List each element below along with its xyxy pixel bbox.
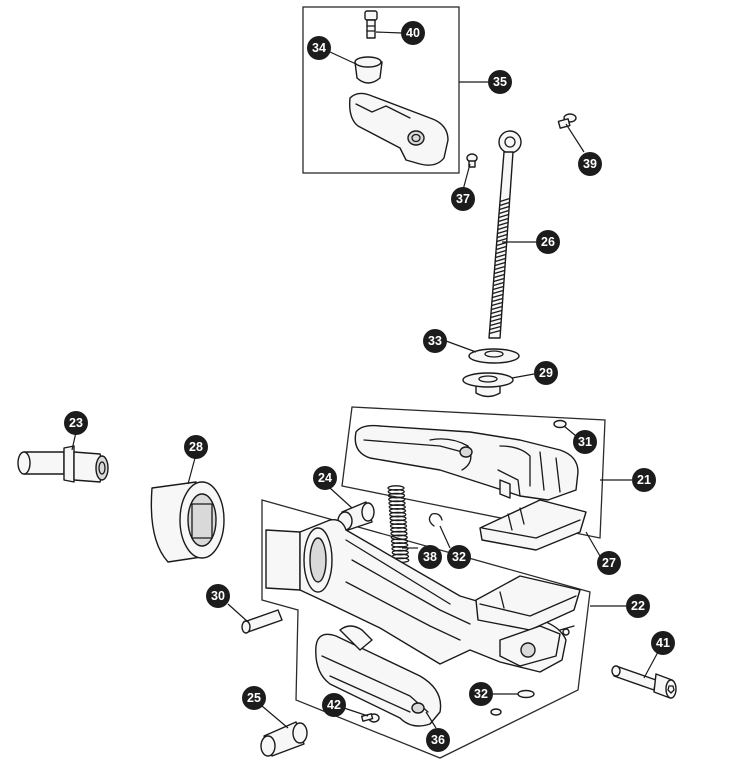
svg-text:35: 35 [493, 75, 507, 89]
svg-text:36: 36 [431, 733, 445, 747]
svg-text:28: 28 [189, 440, 203, 454]
svg-text:39: 39 [583, 157, 597, 171]
svg-text:33: 33 [428, 334, 442, 348]
callout-25: 25 [242, 686, 266, 710]
svg-text:27: 27 [602, 556, 616, 570]
svg-text:32: 32 [452, 550, 466, 564]
svg-text:29: 29 [539, 366, 553, 380]
callout-33: 33 [423, 329, 447, 353]
callout-41: 41 [651, 631, 675, 655]
leader-lines [71, 31, 659, 729]
part-22-main-body [265, 519, 581, 673]
group-22-frame [261, 499, 591, 759]
part-35-clamp-lever [348, 92, 449, 166]
callout-23: 23 [64, 411, 88, 435]
callout-31: 31 [573, 430, 597, 454]
callout-34: 34 [307, 36, 331, 60]
part-29-bushing [462, 372, 514, 398]
callout-32-upper: 32 [447, 545, 471, 569]
callout-27: 27 [597, 551, 621, 575]
part-42-screw [360, 713, 380, 723]
svg-text:42: 42 [327, 698, 341, 712]
svg-text:37: 37 [456, 192, 470, 206]
callout-32-lower: 32 [469, 682, 493, 706]
part-37-screw [466, 153, 478, 168]
group-21-frame [341, 406, 606, 539]
callout-37: 37 [451, 187, 475, 211]
callout-36: 36 [426, 728, 450, 752]
part-31-clip [553, 419, 567, 429]
part-28-end-cap [150, 481, 225, 563]
callout-29: 29 [534, 361, 558, 385]
callout-42: 42 [322, 693, 346, 717]
part-33-washer [468, 348, 520, 364]
callout-21: 21 [632, 468, 656, 492]
part-38-spring [387, 485, 410, 564]
part-21-upper-jaw [354, 424, 579, 501]
part-32-clip-upper [428, 512, 443, 527]
callout-22: 22 [626, 594, 650, 618]
svg-text:41: 41 [656, 636, 670, 650]
callout-35: 35 [488, 70, 512, 94]
part-36-lower-link [315, 625, 442, 727]
svg-text:24: 24 [318, 471, 332, 485]
callout-24: 24 [313, 466, 337, 490]
callout-26: 26 [536, 230, 560, 254]
svg-text:32: 32 [474, 687, 488, 701]
svg-text:22: 22 [631, 599, 645, 613]
part-40-screw [364, 10, 378, 39]
svg-text:26: 26 [541, 235, 555, 249]
callout-40: 40 [401, 21, 425, 45]
svg-text:30: 30 [211, 589, 225, 603]
svg-text:31: 31 [578, 435, 592, 449]
callout-28: 28 [184, 435, 208, 459]
part-25-cylinder [260, 721, 308, 757]
svg-text:38: 38 [423, 550, 437, 564]
svg-text:25: 25 [247, 691, 261, 705]
part-30-pin [241, 609, 283, 634]
group-35-frame [302, 6, 460, 174]
part-41-cap-screw [611, 665, 677, 699]
svg-text:23: 23 [69, 416, 83, 430]
svg-text:21: 21 [637, 473, 651, 487]
callout-30: 30 [206, 584, 230, 608]
svg-text:34: 34 [312, 41, 326, 55]
callout-38: 38 [418, 545, 442, 569]
part-24-cylinder [337, 501, 375, 531]
callout-39: 39 [578, 152, 602, 176]
part-39-screw [557, 113, 577, 129]
part-34-knob [354, 56, 383, 84]
part-27-jaw-pad [479, 499, 587, 551]
part-26-threaded-rod [488, 130, 522, 339]
svg-text:40: 40 [406, 26, 420, 40]
part-23-pin [17, 445, 109, 483]
